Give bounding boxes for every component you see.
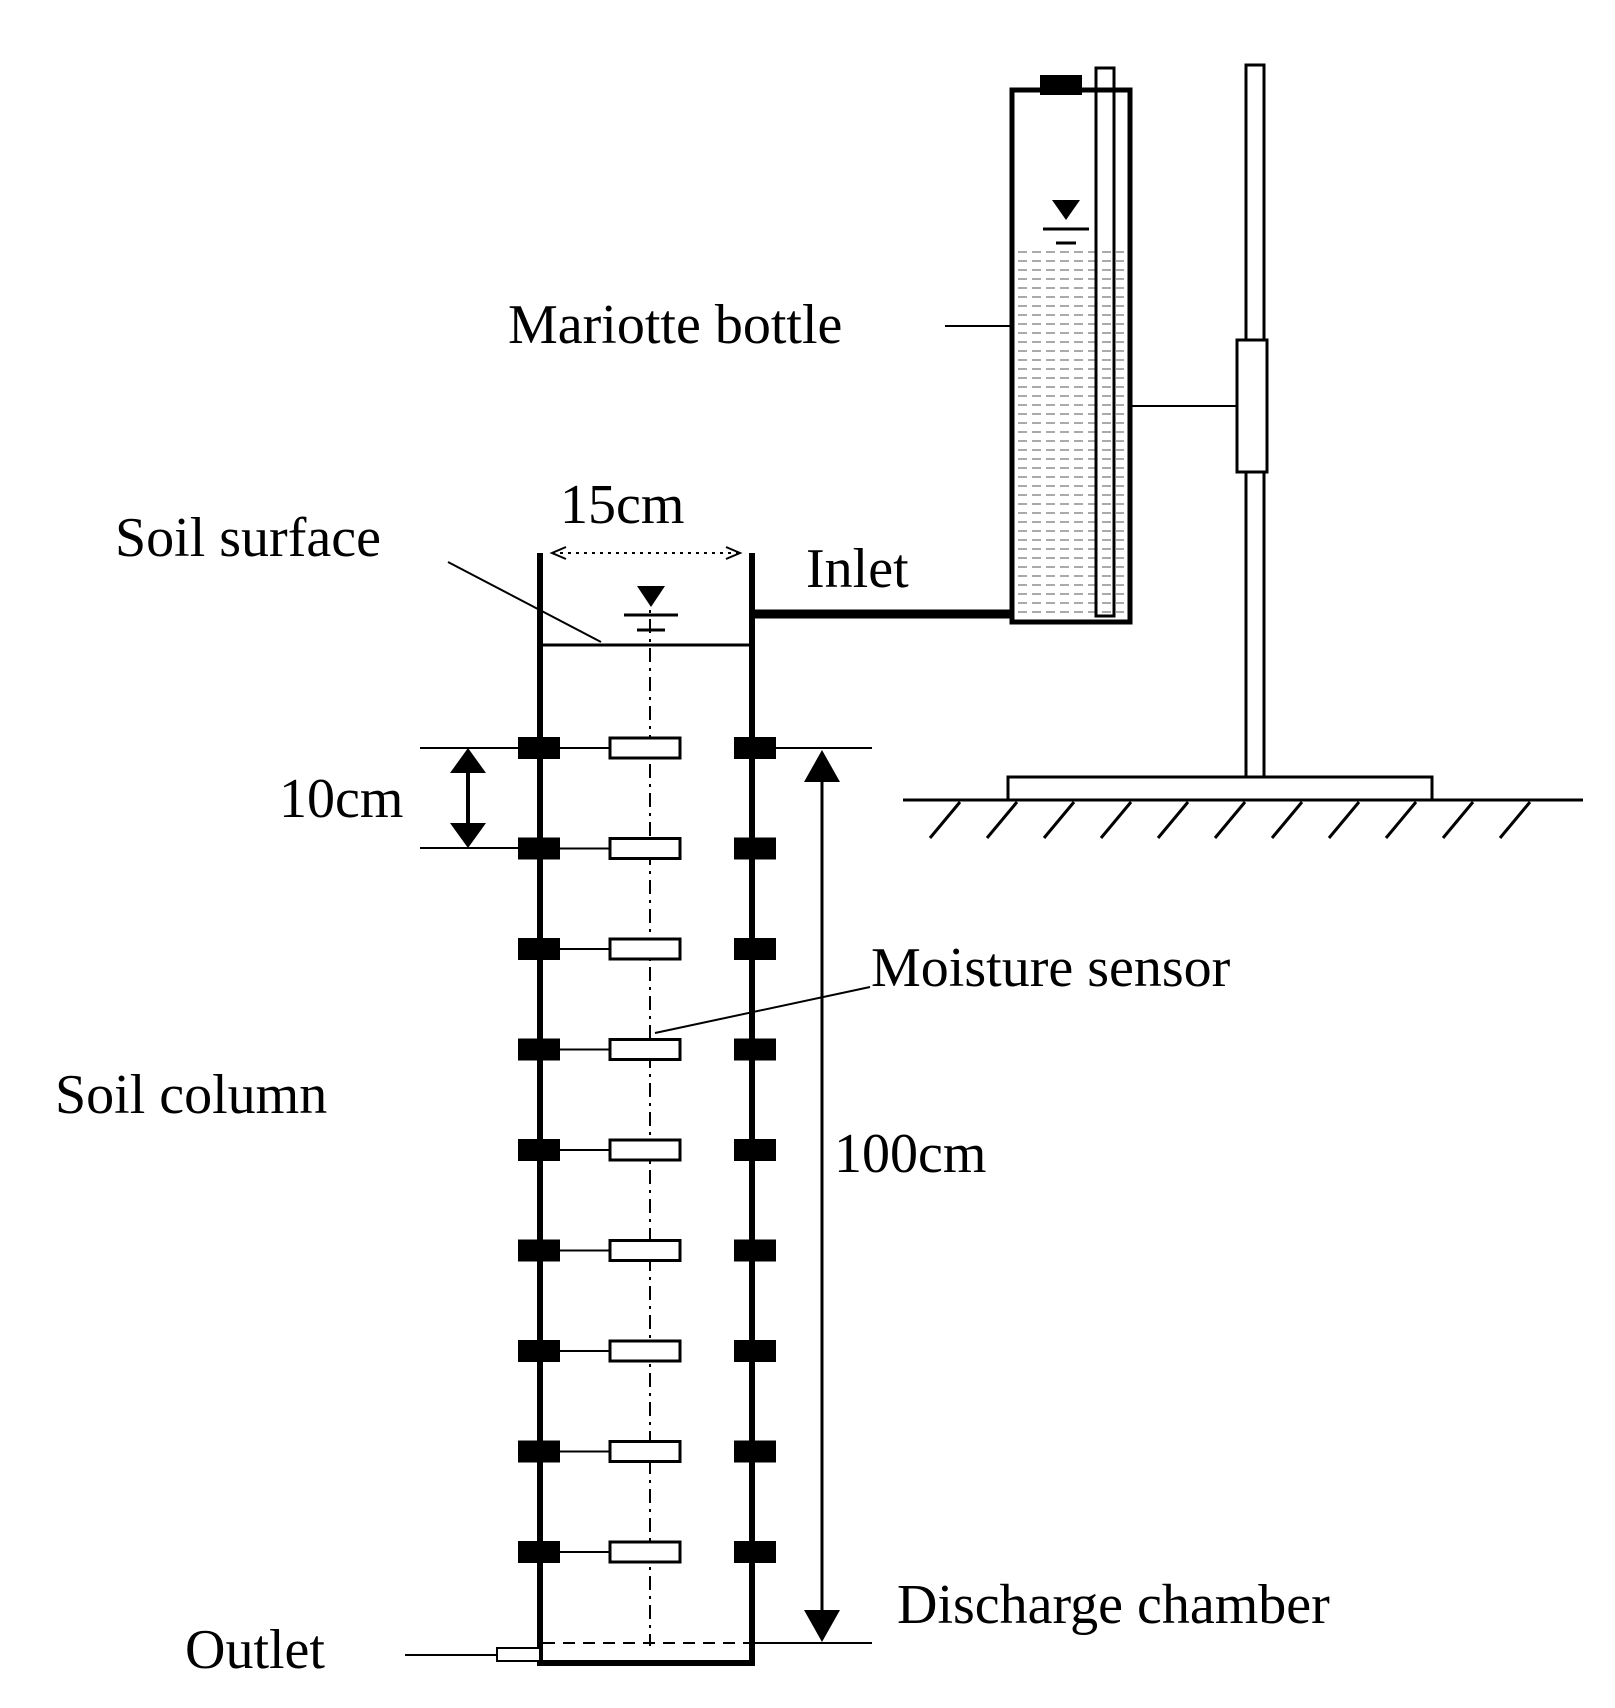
hatch-mark <box>1099 801 1133 839</box>
sensor-row <box>518 1239 776 1262</box>
sensor-row <box>518 937 776 961</box>
bottle-water-level-symbol <box>1052 200 1080 220</box>
hatch-mark <box>1042 801 1076 839</box>
sensor-row <box>518 736 776 760</box>
height-dimension-label: 100cm <box>834 1123 986 1185</box>
hatch-mark <box>1270 801 1304 839</box>
port-right <box>734 1440 776 1463</box>
hatch-mark <box>1327 801 1361 839</box>
moisture-sensor-probe <box>608 1239 682 1262</box>
mariotte-bottle <box>945 66 1133 625</box>
sensor-row <box>518 1339 776 1363</box>
bottle-water-lines <box>1018 251 1124 613</box>
spacing-dimension <box>420 747 540 849</box>
port-left <box>518 1440 560 1463</box>
port-right <box>734 1239 776 1262</box>
inlet-label: Inlet <box>806 538 909 600</box>
port-right <box>734 1541 776 1563</box>
hatch-mark <box>1156 801 1190 839</box>
port-left <box>518 1340 560 1362</box>
air-inlet-tube <box>1094 66 1116 618</box>
soil-surface-leader-line <box>447 561 602 643</box>
sensor-array <box>518 736 776 1564</box>
soil-column <box>405 553 871 1666</box>
port-left <box>518 1038 560 1061</box>
port-left <box>518 1541 560 1563</box>
stand-base <box>1006 775 1434 802</box>
moisture-sensor-probe <box>608 1440 682 1463</box>
port-right <box>734 1139 776 1161</box>
moisture-sensor-probe <box>608 736 682 760</box>
soil-column-label: Soil column <box>55 1064 327 1126</box>
moisture-sensor-probe <box>608 1038 682 1061</box>
discharge-chamber-label: Discharge chamber <box>897 1574 1330 1636</box>
ground-hatching <box>928 801 1532 839</box>
sensor-row <box>518 1540 776 1564</box>
outlet-pipe <box>496 1647 541 1662</box>
sensor-row <box>518 1138 776 1162</box>
moisture-sensor-probe <box>608 1138 682 1162</box>
bottle-body <box>1009 87 1133 625</box>
moisture-sensor-probe <box>608 1540 682 1564</box>
port-right <box>734 1340 776 1362</box>
hatch-mark <box>1384 801 1418 839</box>
support-stand <box>1006 63 1434 802</box>
soil-surface-label: Soil surface <box>115 507 381 569</box>
height-dimension <box>752 747 872 1644</box>
port-right <box>734 837 776 860</box>
sensor-row <box>518 837 776 860</box>
port-right <box>734 938 776 960</box>
mariotte-bottle-label: Mariotte bottle <box>508 294 842 356</box>
hatch-mark <box>1441 801 1475 839</box>
port-left <box>518 1139 560 1161</box>
hatch-mark <box>1213 801 1247 839</box>
width-dimension-label: 15cm <box>560 474 684 536</box>
moisture-sensor-probe <box>608 837 682 860</box>
port-left <box>518 1239 560 1262</box>
spacing-dimension-label: 10cm <box>279 768 403 830</box>
hatch-mark <box>928 801 962 839</box>
bottle-stopper <box>1040 75 1082 95</box>
outlet-label: Outlet <box>185 1619 325 1681</box>
moisture-sensor-probe <box>608 1339 682 1363</box>
moisture-sensor-leader-line <box>654 986 871 1034</box>
stand-clamp <box>1235 338 1269 474</box>
moisture-sensor-label: Moisture sensor <box>871 937 1231 999</box>
width-dimension <box>549 546 743 560</box>
port-right <box>734 1038 776 1061</box>
sensor-row <box>518 1440 776 1463</box>
hatch-mark <box>985 801 1019 839</box>
hatch-mark <box>1498 801 1532 839</box>
moisture-sensor-probe <box>608 937 682 961</box>
sensor-row <box>518 1038 776 1061</box>
ground <box>903 798 1583 839</box>
port-left <box>518 938 560 960</box>
surface-water-level-symbol <box>637 586 665 607</box>
